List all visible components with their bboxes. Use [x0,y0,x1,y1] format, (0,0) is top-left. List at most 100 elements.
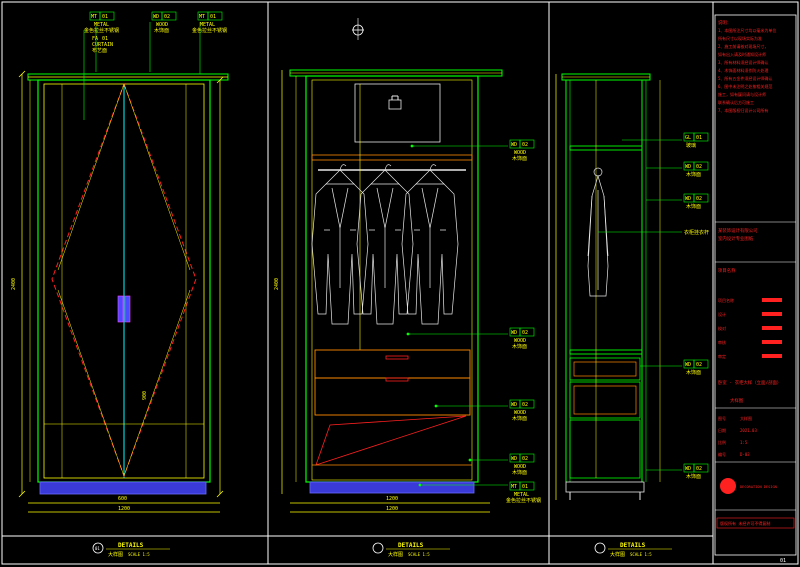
info-label: 编号 [718,451,726,457]
panel-title-2: DETAILS 大样图 SCALE 1:5 [372,542,450,558]
svg-text:900: 900 [142,391,148,400]
tag-code: MT [511,484,517,490]
tag-code: WD [685,196,691,202]
material-tag: GL 01 玻璃 [683,132,709,149]
company-line: 某装饰设计有限公司 [718,227,758,234]
note-line: 如有出入请及时通知设计师 [718,51,766,57]
company-logo: DECORATION DESIGN [720,478,777,494]
material-tag: WD 02 WOOD 木饰面 [509,327,535,350]
tag-desc: 木饰面 [512,415,527,422]
footer-text: 版权所有 未经许可不得复制 [720,520,770,526]
note-line: 7、本图版权归设计公司所有 [718,107,768,113]
material-tag: WD 02 WOOD 木饰面 [509,399,535,422]
tag-code: WD [511,402,517,408]
tag-desc: 金色拉丝不锈钢 [84,27,119,34]
material-tag: MT 01 METAL 金色拉丝不锈钢 [192,11,227,34]
tag-desc: 玻璃 [686,142,696,149]
logo-text: DECORATION DESIGN [740,485,777,489]
note-line: 联系确认后方可施工 [718,99,754,105]
note-line: 3、所有材料须经设计师确认 [718,59,768,65]
tag-code: WD [685,362,691,368]
rail-note: 衣柜挂衣杆 [684,229,709,236]
tag-material: WOOD [514,338,526,344]
tag-num: 02 [522,330,528,336]
material-tag: MT 01 METAL 金色拉丝不锈钢 [506,481,541,504]
material-tag: WD 02 木饰面 [683,161,709,178]
panel-subtitle: 大样图 [388,551,403,558]
tag-material: METAL [94,22,109,28]
tag-num: 01 [210,14,216,20]
tag-num: 02 [164,14,170,20]
svg-text:600: 600 [118,496,127,502]
note-line: 6、图中未注明之处按相关规范 [718,83,772,89]
panel-title: DETAILS [118,542,144,549]
row-label: 审核 [718,339,726,345]
material-tag: WD 02 WOOD 木饰面 [151,11,177,34]
tag-num: 01 [102,36,108,42]
tag-code: FA [92,36,98,42]
sign-rows: 项目名称 设计 校对 审核 审定 [718,297,782,359]
page-number: 01 [780,558,786,564]
panel-scale: SCALE 1:5 [630,552,652,557]
note-line: 5、所有五金件须经设计师确认 [718,75,772,81]
svg-text:1200: 1200 [386,496,398,502]
tag-num: 02 [696,466,702,472]
panel-scale: SCALE 1:5 [408,552,430,557]
project-label: 项目名称 [718,267,736,274]
tag-material: CURTAIN [92,42,113,48]
tag-material: METAL [514,492,529,498]
notes-heading: 说明： [718,19,731,26]
info-label: 图号 [718,415,726,421]
drawing-title: 卧室 · 衣柜大样（立面/剖面） [718,379,781,386]
svg-text:1200: 1200 [386,506,398,512]
garment-side-view [587,167,609,297]
tag-desc: 木饰面 [686,203,701,210]
tag-desc: 木饰面 [154,27,169,34]
note-line: 施工，如有疑问请与设计师 [718,91,766,97]
tag-material: WOOD [514,410,526,416]
tag-code: WD [153,14,159,20]
left-door-elevation: 600 1200 2400 900 [11,22,229,513]
tag-desc: 木饰面 [686,369,701,376]
row-label: 项目名称 [718,297,734,303]
drawing-sub: 大样图 [730,397,744,404]
tag-code: WD [685,164,691,170]
middle-material-tags: WD 02 WOOD 木饰面 WD 02 WOOD 木饰面 WD 02 WOOD… [506,139,541,504]
tag-code: GL [685,135,691,141]
tag-num: 02 [522,456,528,462]
panel-subtitle: 大样图 [610,551,625,558]
right-material-tags: GL 01 玻璃 WD 02 木饰面 WD 02 木饰面 衣柜挂衣杆 WD 02… [683,132,709,480]
panel-num: 01 [95,546,100,551]
info-value: 2021.03 [740,428,757,433]
tag-code: WD [511,456,517,462]
tag-material: METAL [200,22,215,28]
row-label: 审定 [718,353,726,359]
svg-text:1200: 1200 [118,506,130,512]
left-material-tags: MT 01 METAL 金色拉丝不锈钢 FA 01 CURTAIN 布艺面 WD… [84,11,227,54]
panel-subtitle: 大样图 [108,551,123,558]
tag-desc: 木饰面 [686,473,701,480]
svg-text:2400: 2400 [11,278,17,290]
row-label: 设计 [718,311,726,317]
tag-material: WOOD [514,150,526,156]
tag-code: MT [199,14,205,20]
tag-num: 02 [522,142,528,148]
tag-desc: 布艺面 [92,47,107,54]
tag-desc: 金色拉丝不锈钢 [506,497,541,504]
info-value: 1:5 [740,440,748,445]
tag-code: WD [511,142,517,148]
tag-desc: 金色拉丝不锈钢 [192,27,227,34]
tag-num: 02 [522,402,528,408]
company-line: 室内设计专业图纸 [718,235,754,242]
info-value: D-03 [740,452,750,457]
info-label: 日期 [718,427,726,433]
note-line: 所有尺寸以现场实际为准 [718,35,762,41]
tag-material: WOOD [514,464,526,470]
note-line: 4、木饰面材料须作防火处理 [718,67,768,73]
tag-num: 02 [696,196,702,202]
tag-num: 01 [696,135,702,141]
tag-code: MT [91,14,97,20]
